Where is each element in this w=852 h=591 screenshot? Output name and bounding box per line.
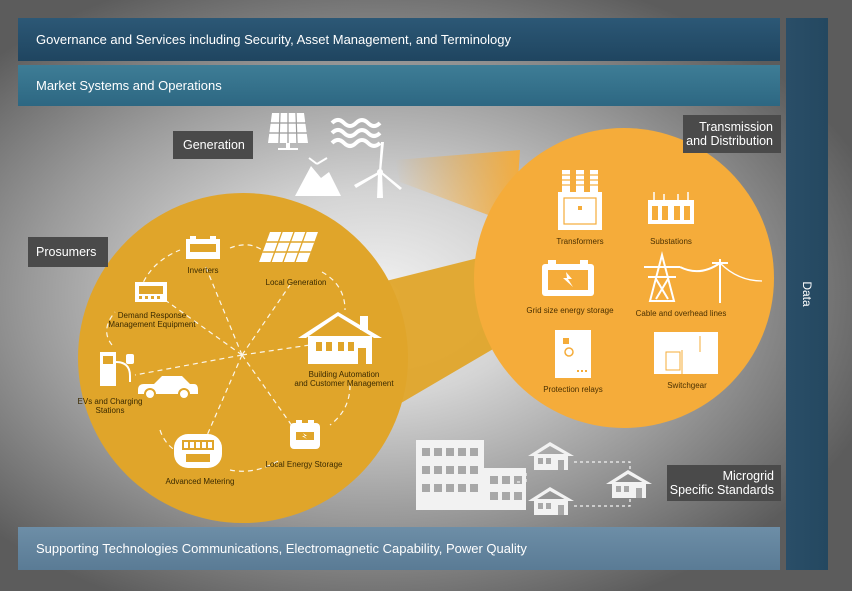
generation-tag: Generation — [173, 131, 253, 159]
microgrid-house-icon-1 — [528, 442, 574, 470]
factory-building-icon — [416, 440, 526, 510]
prosumers-circle — [78, 193, 408, 523]
transformer-icon — [558, 170, 602, 230]
inverter-icon — [186, 236, 220, 259]
local-solar-panel-icon — [259, 232, 318, 262]
evs-line-1: EVs and Charging — [78, 397, 143, 406]
building-line-1: Building Automation — [309, 370, 380, 379]
demand-response-line-1: Demand Response — [118, 311, 187, 320]
generation-beam — [395, 150, 520, 225]
microgrid-tag: Microgrid Specific Standards — [667, 465, 781, 501]
solar-panel-icon — [268, 112, 308, 150]
electric-car-icon — [138, 376, 198, 400]
inverters-label: Inverters — [187, 266, 218, 275]
microgrid-connections — [512, 461, 631, 507]
governance-label: Governance and Services including Securi… — [36, 32, 512, 47]
building-line-2: and Customer Management — [294, 379, 394, 388]
evs-line-2: Stations — [96, 406, 125, 415]
microgrid-tag-line-1: Microgrid — [722, 469, 774, 483]
geothermal-icon — [295, 157, 341, 196]
data-column: Data — [786, 18, 828, 570]
house-icon — [298, 312, 382, 364]
demand-response-device-icon — [135, 282, 167, 302]
governance-band: Governance and Services including Securi… — [18, 18, 780, 61]
td-circle — [474, 128, 774, 428]
switchgear-icon — [654, 332, 718, 374]
local-energy-storage-label: Local Energy Storage — [266, 460, 343, 469]
transformers-label: Transformers — [556, 237, 603, 246]
microgrid-house-icon-2 — [606, 470, 652, 498]
local-battery-icon — [290, 420, 320, 449]
local-generation-label: Local Generation — [266, 278, 327, 287]
supporting-technologies-band: Supporting Technologies Communications, … — [18, 527, 780, 570]
microgrid-house-icon-3 — [528, 487, 574, 515]
microgrid-tag-line-2: Specific Standards — [669, 483, 774, 497]
market-label: Market Systems and Operations — [36, 78, 222, 93]
demand-response-line-2: Management Equipment — [108, 320, 196, 329]
transmission-distribution-tag: Transmission and Distribution — [683, 115, 781, 153]
ev-charging-station-icon — [100, 352, 134, 386]
substation-icon — [648, 192, 694, 224]
grid-storage-label: Grid size energy storage — [526, 306, 614, 315]
smart-meter-icon — [174, 434, 222, 468]
protection-relay-icon — [555, 330, 591, 378]
generation-tag-text: Generation — [183, 138, 245, 152]
wind-turbine-icon — [354, 142, 402, 198]
switchgear-label: Switchgear — [667, 381, 707, 390]
power-line-tower-icon — [644, 251, 763, 303]
td-tag-line-1: Transmission — [699, 120, 773, 134]
market-systems-band: Market Systems and Operations — [18, 65, 780, 106]
advanced-metering-label: Advanced Metering — [166, 477, 235, 486]
cable-lines-label: Cable and overhead lines — [636, 309, 727, 318]
supporting-label: Supporting Technologies Communications, … — [36, 541, 527, 556]
prosumers-tag-text: Prosumers — [36, 245, 97, 259]
hydro-waves-icon — [330, 118, 382, 148]
grid-battery-icon — [542, 260, 594, 296]
prosumers-tag: Prosumers — [28, 237, 108, 267]
prosumers-spokes — [106, 244, 351, 472]
substations-label: Substations — [650, 237, 692, 246]
td-tag-line-2: and Distribution — [686, 134, 773, 148]
protection-relays-label: Protection relays — [543, 385, 603, 394]
